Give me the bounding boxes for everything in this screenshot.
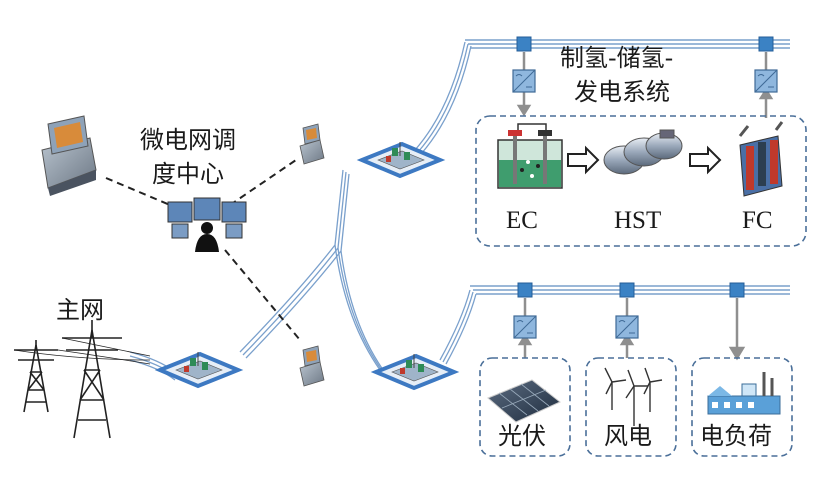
fuel-cell-icon (738, 121, 784, 197)
wind-turbine-icon (604, 367, 663, 426)
fuel-cell-label: FC (742, 207, 773, 234)
converter-icon (615, 315, 639, 339)
load-box (691, 357, 793, 457)
bus-node (758, 36, 774, 52)
factory-load-icon (707, 372, 781, 415)
terminal-icon-bottom (299, 345, 325, 387)
bus-node (729, 282, 745, 298)
pv-box (479, 357, 571, 457)
terminal-icon-left (41, 115, 97, 196)
electrolyzer-label: EC (506, 207, 538, 234)
control-center-icon (167, 197, 247, 252)
bus-node (517, 282, 533, 298)
flow-arrows (567, 145, 722, 175)
control-center-label-line2: 度中心 (152, 160, 224, 188)
wind-power-label: 风电 (604, 422, 652, 450)
wind-box (585, 357, 677, 457)
transmission-tower-icon (13, 320, 151, 439)
converters (512, 69, 778, 339)
hydrogen-system-label-line2: 发电系统 (574, 78, 670, 106)
control-center-label-line1: 微电网调 (140, 126, 236, 154)
hydrogen-tank-icon (603, 129, 683, 175)
terminal-icon-top (299, 123, 325, 165)
feeders (516, 52, 774, 361)
hydrogen-tank-label: HST (614, 207, 661, 234)
photovoltaic-label: 光伏 (498, 422, 546, 450)
converter-icon (754, 69, 778, 93)
bus-node (619, 282, 635, 298)
substation-icon (154, 351, 244, 389)
substation-icon (370, 353, 460, 391)
hydrogen-system-label-line1: 制氢-储氢- (560, 44, 673, 72)
hydrogen-system-box (475, 115, 807, 247)
electric-load-label: 电负荷 (700, 422, 772, 450)
substations (154, 141, 460, 391)
transmission-lines (129, 41, 477, 381)
bus-node (516, 36, 532, 52)
substation-icon (356, 141, 446, 179)
electrolyzer-icon (497, 123, 563, 189)
converter-icon (513, 315, 537, 339)
converter-icon (512, 69, 536, 93)
main-grid-label: 主网 (56, 296, 104, 324)
bus-nodes (516, 36, 774, 298)
communication-links (105, 159, 301, 341)
dashed-boxes (475, 115, 807, 457)
solar-panel-icon (487, 379, 561, 423)
